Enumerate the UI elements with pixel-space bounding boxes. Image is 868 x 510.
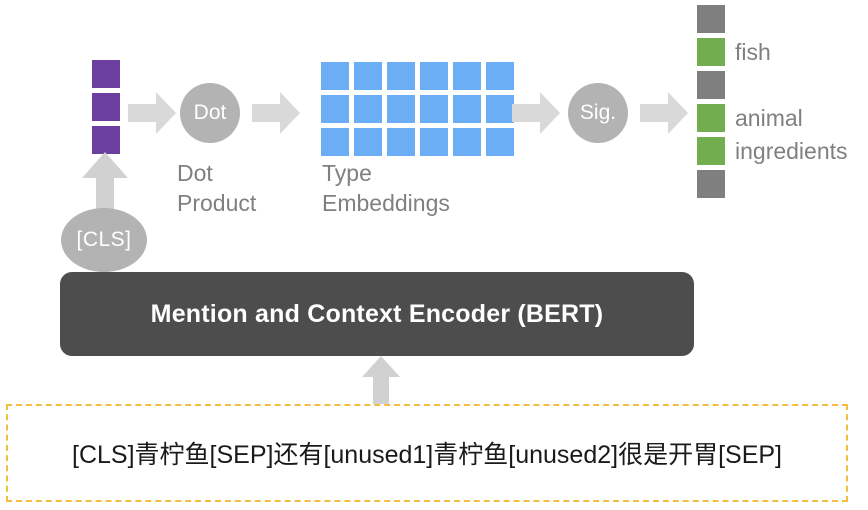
cls-token-label: [CLS]	[76, 228, 132, 251]
type-cell-2-2	[387, 128, 415, 156]
dot-product-caption: Dot Product	[177, 160, 257, 216]
type-cell-1-3	[420, 95, 448, 123]
mention-cell-1	[92, 93, 120, 121]
cls-token-node: [CLS]	[61, 208, 147, 272]
mention-cell-0	[92, 60, 120, 88]
prediction-row	[697, 71, 848, 99]
type-cell-2-0	[321, 128, 349, 156]
prediction-label-3: animal	[735, 104, 803, 131]
input-sequence-box: [CLS]青柠鱼[SEP]还有[unused1]青柠鱼[unused2]很是开胃…	[6, 404, 848, 502]
type-cell-1-2	[387, 95, 415, 123]
prediction-row: ingredients	[697, 137, 848, 165]
type-embeddings-grid	[321, 62, 514, 156]
dot-product-node: Dot	[180, 83, 240, 143]
type-cell-2-5	[486, 128, 514, 156]
prediction-swatch-4	[697, 137, 725, 165]
right-arrow-dot-to-types	[252, 92, 300, 134]
type-cell-0-3	[420, 62, 448, 90]
dot-product-circle-label: Dot	[193, 101, 227, 124]
mention-embedding-vector	[92, 60, 120, 154]
type-cell-1-1	[354, 95, 382, 123]
prediction-swatch-5	[697, 170, 725, 198]
type-cell-2-3	[420, 128, 448, 156]
type-cell-2-4	[453, 128, 481, 156]
prediction-row: fish	[697, 38, 848, 66]
right-arrow-sigmoid-to-output	[640, 92, 688, 134]
prediction-swatch-1	[697, 38, 725, 66]
encoder-label: Mention and Context Encoder (BERT)	[150, 299, 604, 328]
sigmoid-node: Sig.	[568, 83, 628, 143]
prediction-swatch-0	[697, 5, 725, 33]
up-arrow-cls-to-mention	[80, 152, 128, 218]
right-arrow-types-to-sigmoid	[512, 92, 560, 134]
sigmoid-circle-label: Sig.	[579, 101, 617, 124]
type-cell-0-4	[453, 62, 481, 90]
type-cell-0-2	[387, 62, 415, 90]
mention-cell-2	[92, 126, 120, 154]
type-cell-0-0	[321, 62, 349, 90]
type-cell-1-4	[453, 95, 481, 123]
prediction-label-4: ingredients	[735, 137, 848, 164]
type-cell-0-1	[354, 62, 382, 90]
type-cell-1-5	[486, 95, 514, 123]
encoder-box: Mention and Context Encoder (BERT)	[60, 272, 694, 356]
up-arrow-input-to-encoder	[361, 356, 405, 408]
type-cell-0-5	[486, 62, 514, 90]
type-embeddings-caption: Type Embeddings	[322, 160, 450, 216]
type-predictions-column: fish animal ingredients	[697, 5, 848, 203]
prediction-label-1: fish	[735, 38, 771, 65]
prediction-swatch-2	[697, 71, 725, 99]
right-arrow-mention-to-dot	[128, 92, 176, 134]
prediction-row	[697, 170, 848, 198]
input-sequence-text: [CLS]青柠鱼[SEP]还有[unused1]青柠鱼[unused2]很是开胃…	[72, 441, 782, 469]
prediction-row	[697, 5, 848, 33]
type-cell-1-0	[321, 95, 349, 123]
prediction-row: animal	[697, 104, 848, 132]
type-cell-2-1	[354, 128, 382, 156]
prediction-swatch-3	[697, 104, 725, 132]
